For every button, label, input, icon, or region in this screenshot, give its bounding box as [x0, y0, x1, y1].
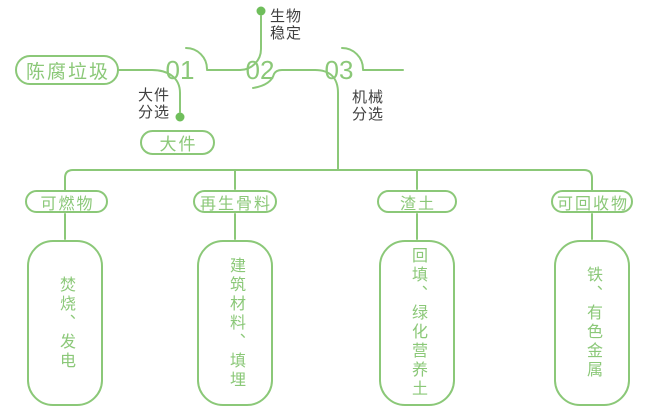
- label-mechanical-sorting: 机械 分选: [352, 89, 384, 123]
- detail-box-recycled-aggregate: 建筑材料、填埋: [197, 240, 273, 406]
- step-number-01: 01: [165, 55, 195, 85]
- wire-arc-step3: [341, 47, 364, 70]
- detail-box-combustible: 焚烧、发电: [27, 240, 103, 406]
- detail-text: 焚烧、发电: [57, 275, 74, 371]
- label-bio-stabilization: 生物 稳定: [270, 8, 302, 42]
- wire-distribution-bar: [64, 169, 593, 191]
- label-line: 分选: [352, 106, 385, 123]
- wire-step3-down: [314, 69, 339, 171]
- output-pill-bulky: 大件: [140, 130, 215, 155]
- category-pill-slag-soil: 渣土: [377, 190, 457, 213]
- label-line: 分选: [138, 104, 171, 121]
- label-line: 大件: [138, 87, 171, 104]
- label-bulky-sorting: 大件 分选: [138, 87, 170, 121]
- step-number-02: 02: [245, 55, 275, 85]
- detail-text: 建筑材料、填埋: [227, 256, 244, 390]
- category-pill-recyclables: 可回收物: [551, 190, 633, 213]
- detail-box-slag-soil: 回填、绿化营养土: [379, 240, 455, 406]
- category-pill-recycled-aggregate: 再生骨料: [193, 190, 277, 213]
- wire-step2-step3: [252, 69, 316, 89]
- node-dot-bulky: [175, 112, 185, 122]
- source-pill: 陈腐垃圾: [15, 55, 119, 85]
- label-line: 机械: [352, 89, 385, 106]
- node-dot-bio: [256, 6, 266, 16]
- detail-box-recyclables: 铁、有色金属: [554, 240, 630, 406]
- detail-text: 铁、有色金属: [584, 266, 601, 380]
- wire-arc-step1: [185, 47, 208, 70]
- label-line: 稳定: [270, 25, 303, 42]
- wire-source-to-bulky: [118, 69, 181, 113]
- label-line: 生物: [270, 8, 303, 25]
- detail-text: 回填、绿化营养土: [409, 247, 426, 399]
- category-pill-combustible: 可燃物: [25, 190, 108, 213]
- step-number-03: 03: [324, 55, 354, 85]
- wire-step2-bio: [239, 15, 262, 71]
